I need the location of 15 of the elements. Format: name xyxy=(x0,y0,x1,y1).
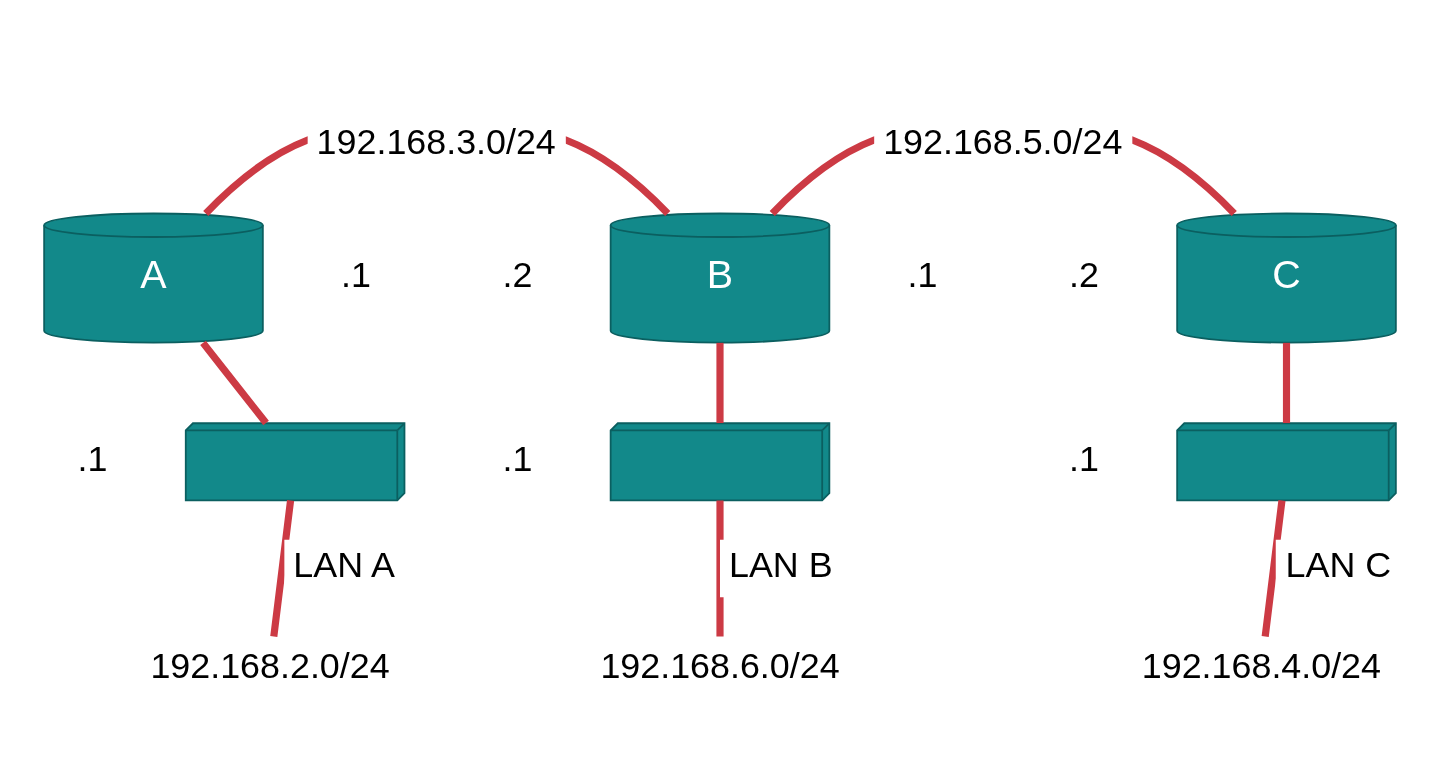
label: .1 xyxy=(77,438,108,479)
node-text: 192.168.4.0/24 xyxy=(1141,645,1381,686)
edge-label: LAN A xyxy=(293,544,395,585)
edge-label: LAN B xyxy=(728,544,833,585)
label: .1 xyxy=(502,438,533,479)
label: .2 xyxy=(502,254,533,295)
edge-label: 192.168.3.0/24 xyxy=(316,121,556,162)
label: .1 xyxy=(907,254,938,295)
edge-label: 192.168.5.0/24 xyxy=(883,121,1123,162)
node-text: 192.168.2.0/24 xyxy=(150,645,390,686)
label: .2 xyxy=(1068,254,1099,295)
label: .1 xyxy=(1068,438,1099,479)
label: .1 xyxy=(341,254,372,295)
edge-label: LAN C xyxy=(1285,544,1392,585)
node-text: 192.168.6.0/24 xyxy=(600,645,840,686)
